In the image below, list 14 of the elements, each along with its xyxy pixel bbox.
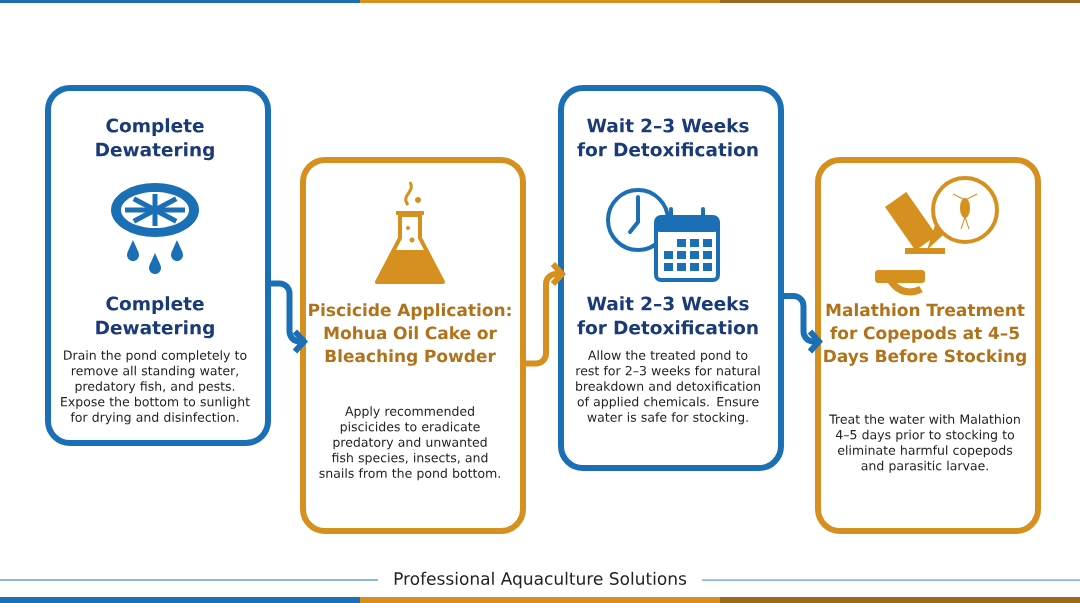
step-description: Apply recommended piscicides to eradicate predatory and unwanted fish species, insects, and snails from the pond bottom. xyxy=(319,406,500,481)
step-heading: Wait 2–3 Weeks for Detoxification xyxy=(577,118,758,157)
step-description: Drain the pond completely to remove all standing water, predatory fish, and pests. Expose the bottom to sunlight for drying and disinfection. xyxy=(61,350,250,425)
step-description: Allow the treated pond to rest for 2–3 weeks for natural breakdown and detoxification of applied chemicals. Ensure water is safe for stocking. xyxy=(576,350,760,425)
step-heading: Piscicide Application: Mohua Oil Cake or Bleaching Powder xyxy=(309,303,511,366)
step-heading: Wait 2–3 Weeks for Detoxification xyxy=(577,296,758,335)
arrow xyxy=(784,293,823,354)
step-heading: Complete Dewatering xyxy=(96,118,214,161)
step-heading: Malathion Treatment for Copepods at 4–5 Days Before Stocking xyxy=(824,303,1026,366)
footer-text: Professional Aquaculture Solutions xyxy=(394,571,687,589)
arrow xyxy=(271,280,308,354)
step-description: Treat the water with Malathion 4–5 days prior to stocking to eliminate harmful copepods and parasitic larvae. xyxy=(829,414,1020,473)
step-heading: Complete Dewatering xyxy=(96,296,214,339)
arrow xyxy=(526,262,566,367)
